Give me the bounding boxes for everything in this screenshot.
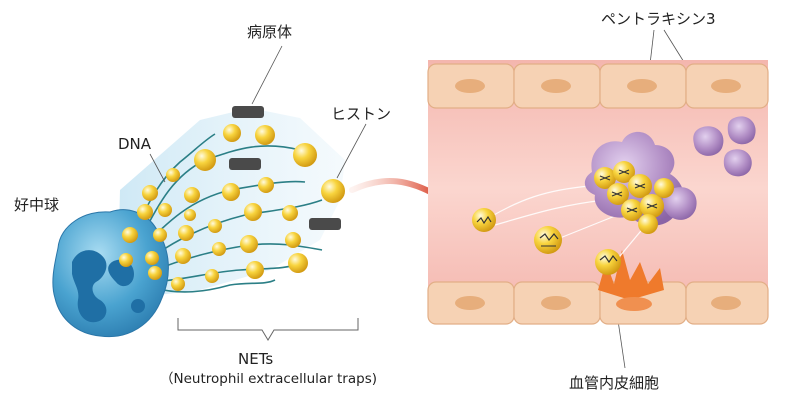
histone: [222, 183, 240, 201]
label-nets-full: （Neutrophil extracellular traps): [160, 371, 377, 387]
histone: [208, 219, 222, 233]
histone: [244, 203, 262, 221]
histone: [223, 124, 241, 142]
histone: [137, 204, 153, 220]
histone: [153, 228, 167, 242]
histone: [282, 205, 298, 221]
histone-icon: [119, 124, 345, 291]
nets-brace: [177, 318, 359, 341]
histone: [288, 253, 308, 273]
histone: [240, 235, 258, 253]
histone: [255, 125, 275, 145]
histone: [212, 242, 226, 256]
histone: [184, 209, 196, 221]
histone: [293, 143, 317, 167]
injury-mark: [598, 250, 664, 300]
histone: [148, 266, 162, 280]
histone: [175, 248, 191, 264]
net-mesh: [118, 108, 345, 296]
histone: [158, 203, 172, 217]
histone: [184, 187, 200, 203]
label-neutrophil: 好中球: [14, 196, 60, 214]
label-nets: NETs: [238, 350, 274, 368]
histone: [246, 261, 264, 279]
label-pentraxin: ペントラキシン3: [601, 10, 716, 28]
histone: [258, 177, 274, 193]
histone: [122, 227, 138, 243]
pathogen: [232, 106, 264, 118]
histone: [119, 253, 133, 267]
pathogen: [229, 158, 261, 170]
histone: [142, 185, 158, 201]
histone: [321, 179, 345, 203]
histone: [285, 232, 301, 248]
histone: [171, 277, 185, 291]
histone: [166, 168, 180, 182]
label-histone: ヒストン: [331, 105, 392, 123]
label-dna: DNA: [118, 135, 152, 153]
label-pathogen: 病原体: [247, 23, 293, 41]
histone: [145, 251, 159, 265]
histone: [194, 149, 216, 171]
pathogen-icon: [229, 106, 341, 230]
pathogen: [309, 218, 341, 230]
histone: [205, 269, 219, 283]
label-endothelial: 血管内皮細胞: [569, 374, 660, 392]
histone-faces: [472, 161, 674, 275]
histone: [178, 225, 194, 241]
